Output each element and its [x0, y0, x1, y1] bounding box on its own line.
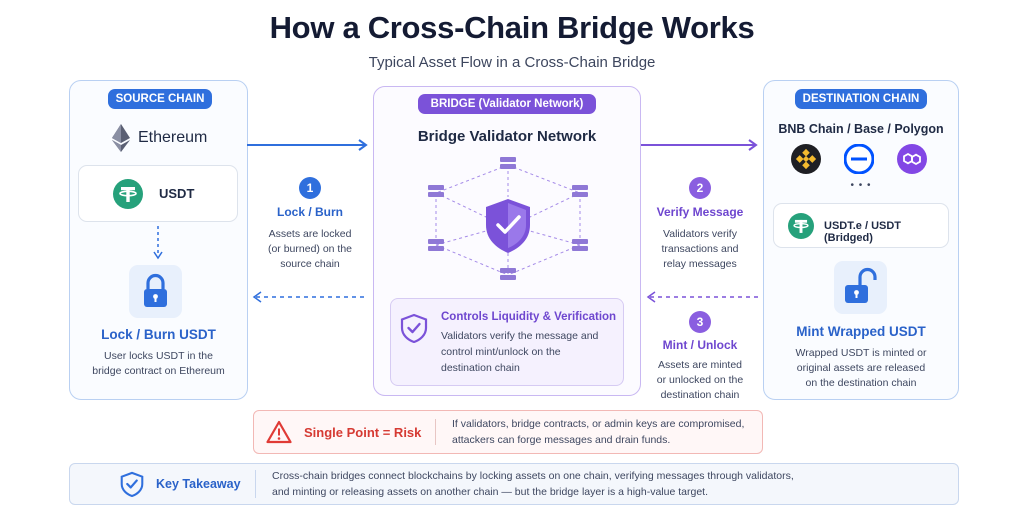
key-takeaway-banner: [69, 463, 959, 505]
lock-icon: [129, 265, 182, 318]
page-subtitle: Typical Asset Flow in a Cross-Chain Brid…: [368, 54, 656, 71]
more-chains-dots: • • •: [850, 180, 872, 191]
source-chain-row: Ethereum: [108, 124, 218, 152]
source-token-label: USDT: [159, 186, 195, 201]
base-icon: [843, 143, 875, 179]
shield-check-icon: [400, 313, 428, 348]
step-1-line-1: Assets are locked: [268, 228, 352, 240]
source-desc-2: bridge contract on Ethereum: [92, 365, 225, 377]
controls-title: Controls Liquidity & Verification: [441, 311, 617, 323]
step-1-title: Lock / Burn: [276, 205, 343, 219]
takeaway-line-2: and minting or releasing assets on anoth…: [272, 486, 709, 498]
return-arrow-bridge-source: [252, 291, 368, 303]
source-desc-1: User locks USDT in the: [104, 350, 213, 362]
source-token-card: USDT: [78, 165, 238, 222]
tether-icon: [788, 213, 814, 244]
bridge-heading: Bridge Validator Network: [417, 128, 597, 145]
step-2-badge: 2: [689, 177, 711, 199]
unlock-icon: [834, 261, 887, 314]
source-down-arrow: [153, 226, 163, 260]
server-icon: [428, 157, 588, 280]
step-3-line-1: Assets are minted: [657, 359, 743, 371]
ethereum-label: Ethereum: [138, 129, 208, 146]
step-3-line-3: destination chain: [660, 389, 740, 401]
ethereum-icon: [112, 124, 130, 157]
step-2-line-3: relay messages: [663, 258, 737, 270]
takeaway-divider: [255, 470, 256, 498]
destination-heading: Mint Wrapped USDT: [796, 324, 926, 339]
step-1-line-3: source chain: [280, 258, 340, 270]
shield-check-icon: [120, 471, 144, 502]
controls-line-2: control mint/unlock on the: [441, 346, 561, 358]
step-3-line-2: or unlocked on the: [656, 374, 744, 386]
source-heading: Lock / Burn USDT: [101, 327, 216, 342]
takeaway-line-1: Cross-chain bridges connect blockchains …: [272, 470, 794, 482]
destination-desc-3: on the destination chain: [805, 377, 917, 389]
step-2-line-1: Validators verify: [663, 228, 737, 240]
controls-line-3: destination chain: [441, 362, 520, 374]
bnb-icon: [791, 144, 821, 179]
step-3-badge: 3: [689, 311, 711, 333]
step-2-title: Verify Message: [656, 205, 744, 219]
return-arrow-destination-bridge: [646, 291, 760, 303]
validator-network: [428, 157, 588, 280]
source-chain-pill: SOURCE CHAIN: [108, 89, 212, 109]
destination-desc-2: original assets are released: [796, 362, 926, 374]
destination-chains-label: BNB Chain / Base / Polygon: [778, 122, 944, 136]
forward-arrow-source-bridge: [247, 139, 368, 151]
forward-arrow-bridge-destination: [641, 139, 758, 151]
step-1-badge: 1: [299, 177, 321, 199]
destination-chain-pill: DESTINATION CHAIN: [795, 89, 927, 109]
risk-line-2: attackers can forge messages and drain f…: [452, 434, 671, 446]
destination-token-label: USDT.e / USDT (Bridged): [824, 220, 902, 244]
risk-banner: [253, 410, 763, 454]
warning-icon: [266, 420, 292, 449]
page-title: How a Cross-Chain Bridge Works: [269, 10, 755, 45]
controls-line-1: Validators verify the message and: [441, 330, 599, 342]
bridge-pill: BRIDGE (Validator Network): [418, 94, 596, 114]
step-3-title: Mint / Unlock: [662, 338, 738, 352]
polygon-icon: [897, 144, 927, 179]
shield-check-icon: [486, 199, 530, 253]
controls-card: [390, 298, 624, 386]
step-2-line-2: transactions and: [661, 243, 739, 255]
step-1-line-2: (or burned) on the: [267, 243, 353, 255]
tether-icon: [113, 179, 143, 214]
risk-line-1: If validators, bridge contracts, or admi…: [452, 418, 745, 430]
risk-divider: [435, 419, 436, 445]
destination-token-card: USDT.e / USDT (Bridged): [773, 203, 949, 248]
risk-label: Single Point = Risk: [304, 425, 422, 440]
key-takeaway-label: Key Takeaway: [156, 477, 241, 491]
destination-desc-1: Wrapped USDT is minted or: [795, 347, 927, 359]
